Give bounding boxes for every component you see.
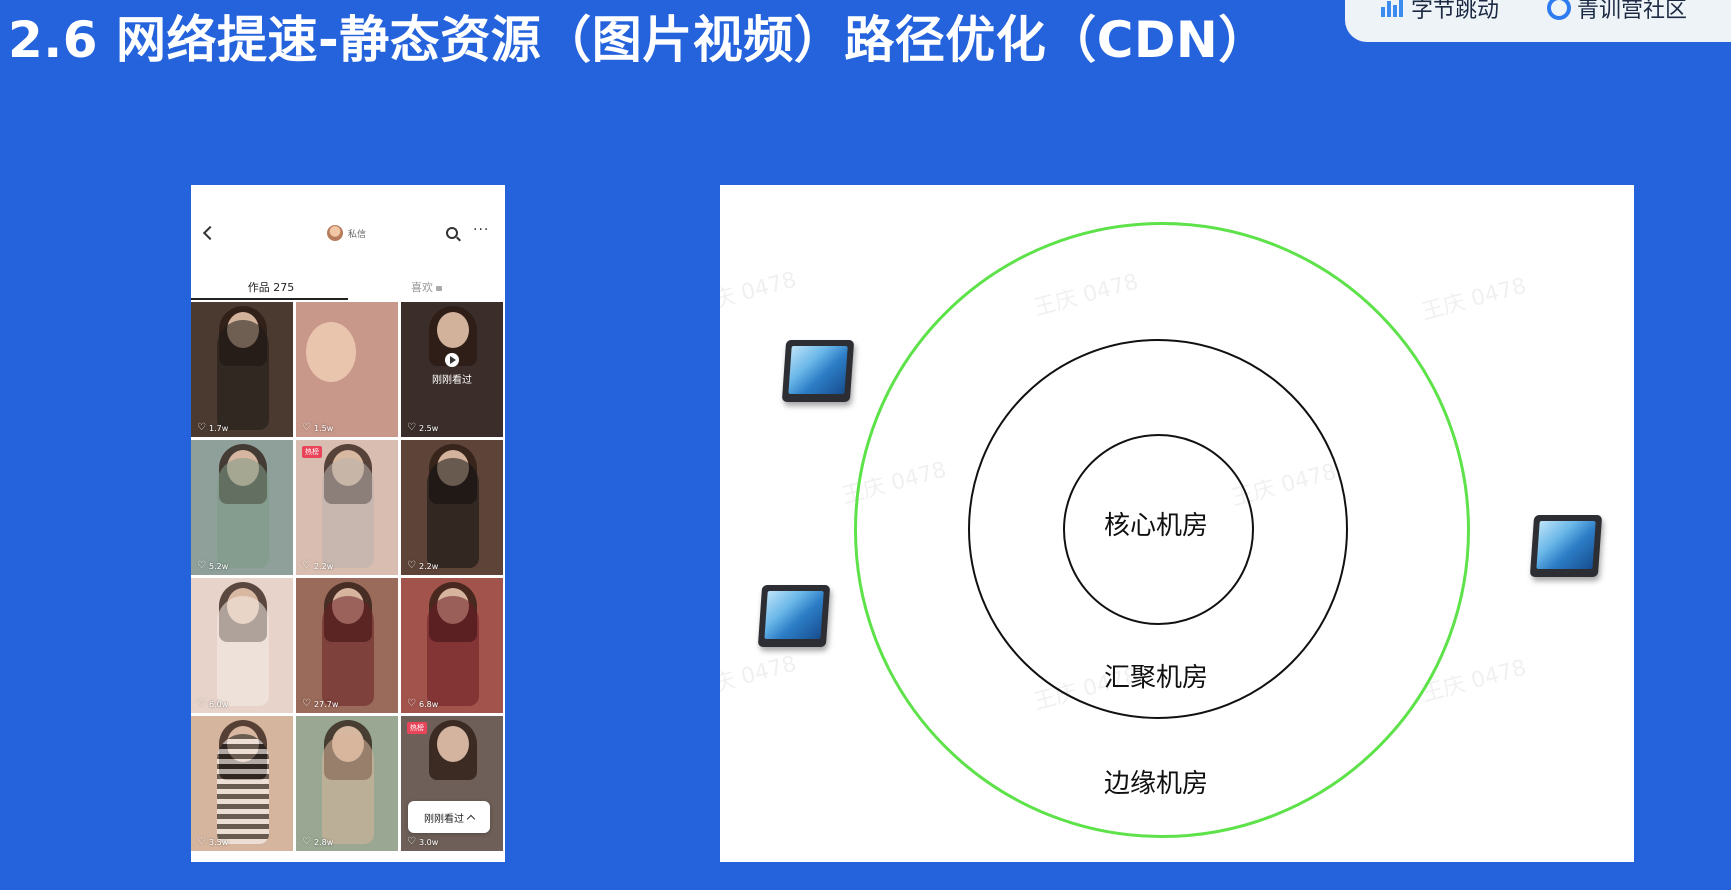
bytedance-label: 字节跳动 (1411, 0, 1500, 23)
more-options-icon[interactable]: ··· (473, 222, 490, 238)
like-count: 3.5w (209, 838, 229, 847)
like-count: 2.8w (314, 838, 334, 847)
like-count: 27.7w (314, 700, 339, 709)
video-thumbnail[interactable]: 5.2w (191, 440, 293, 575)
video-thumbnail[interactable]: 2.8w (296, 716, 398, 851)
chevron-up-icon (466, 814, 476, 823)
slide-title: 2.6 网络提速-静态资源（图片视频）路径优化（CDN） (8, 11, 1269, 69)
like-count: 2.2w (419, 562, 439, 571)
video-thumbnail[interactable]: 刚刚看过 2.5w (401, 302, 503, 437)
video-thumbnail[interactable]: 3.5w (191, 716, 293, 851)
play-icon (445, 353, 459, 367)
core-ring (1063, 434, 1254, 625)
heart-icon (197, 836, 206, 847)
watermark: 王庆 0478 (720, 267, 800, 320)
avatar[interactable] (327, 225, 343, 241)
heart-icon (407, 422, 416, 433)
back-arrow-icon[interactable] (202, 225, 218, 241)
profile-name[interactable]: 私信 (348, 230, 367, 240)
cdn-diagram: 王庆 0478 王庆 0478 王庆 0478 王庆 0478 王庆 0478 … (720, 185, 1634, 862)
edge-ring (854, 222, 1470, 838)
brand-bar: 字节跳动 青训营社区 (1345, 0, 1731, 42)
heart-icon (197, 560, 206, 571)
aggregation-label: 汇聚机房 (1103, 663, 1208, 693)
like-count: 2.2w (314, 562, 334, 571)
like-count: 3.0w (419, 838, 439, 847)
heart-icon (197, 698, 206, 709)
hot-badge: 热榜 (407, 722, 427, 734)
heart-icon (302, 836, 311, 847)
heart-icon (302, 422, 311, 433)
like-count: 1.7w (209, 424, 229, 433)
hot-badge: 热榜 (302, 446, 322, 458)
like-count: 2.5w (419, 424, 439, 433)
like-count: 6.0w (209, 700, 229, 709)
recently-watched-overlay: 刚刚看过 (401, 302, 503, 437)
tablet-icon (781, 340, 855, 402)
search-icon[interactable] (446, 227, 458, 239)
bytedance-brand: 字节跳动 (1381, 0, 1499, 24)
heart-icon (407, 698, 416, 709)
aggregation-ring (968, 339, 1348, 719)
heart-icon (197, 422, 206, 433)
bytedance-logo-icon (1381, 0, 1403, 17)
tablet-icon (1529, 515, 1603, 577)
like-count: 6.8w (419, 700, 439, 709)
recently-watched-button[interactable]: 刚刚看过 (408, 801, 490, 833)
heart-icon (302, 698, 311, 709)
video-thumbnail[interactable]: 6.0w (191, 578, 293, 713)
recently-watched-label: 刚刚看过 (432, 375, 472, 386)
video-thumbnail[interactable]: 1.5w (296, 302, 398, 437)
tab-underline (191, 298, 348, 300)
video-thumbnail[interactable]: 热榜 2.2w (296, 440, 398, 575)
tab-works[interactable]: 作品 275 (247, 281, 295, 294)
like-count: 1.5w (314, 424, 334, 433)
like-count: 5.2w (209, 562, 229, 571)
heart-icon (407, 560, 416, 571)
heart-icon (302, 560, 311, 571)
lock-icon (436, 286, 442, 291)
profile-header: 私信 ··· 作品 275 喜欢 (191, 185, 505, 300)
phone-screenshot: 私信 ··· 作品 275 喜欢 1.7w 1.5w 刚刚看过 2.5w 5.2… (191, 185, 505, 862)
heart-icon (407, 836, 416, 847)
community-label: 青训营社区 (1577, 0, 1688, 23)
video-thumbnail[interactable]: 27.7w (296, 578, 398, 713)
edge-label: 边缘机房 (1103, 769, 1208, 799)
tab-likes-label: 喜欢 (411, 281, 433, 294)
video-thumbnail[interactable]: 1.7w (191, 302, 293, 437)
tablet-icon (757, 585, 831, 647)
community-logo-icon (1547, 0, 1571, 20)
core-label: 核心机房 (1103, 511, 1208, 541)
tab-likes[interactable]: 喜欢 (411, 279, 442, 295)
watermark: 王庆 0478 (720, 651, 800, 704)
video-thumbnail[interactable]: 2.2w (401, 440, 503, 575)
watermark: 王庆 0478 (1419, 273, 1530, 326)
video-thumbnail[interactable]: 6.8w (401, 578, 503, 713)
recently-watched-button-label: 刚刚看过 (424, 813, 464, 825)
community-brand: 青训营社区 (1547, 0, 1687, 24)
